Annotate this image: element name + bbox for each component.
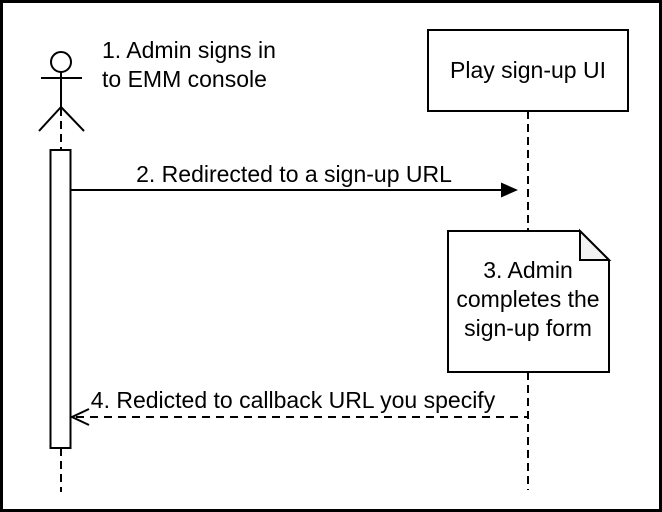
actor-figure [38, 51, 85, 132]
message-redirect-callback-label: 4. Redicted to callback URL you specify [91, 387, 496, 413]
note-outline [447, 230, 610, 373]
note-label-line3: sign-up form [464, 315, 592, 341]
note-label-line1: 3. Admin [483, 257, 573, 283]
actor-activation-bar [49, 149, 72, 449]
participant-label: Play sign-up UI [450, 57, 606, 83]
actor-label-line2: to EMM console [102, 66, 267, 92]
message-redirect-signup-label: 2. Redirected to a sign-up URL [136, 161, 452, 187]
actor-right-leg [60, 106, 85, 132]
note-shape: 3. Admin completes the sign-up form [447, 228, 612, 373]
message-redirect-signup-arrowhead-icon [501, 182, 518, 198]
actor-left-leg [38, 106, 62, 132]
actor-label-line1: 1. Admin signs in [102, 37, 276, 63]
message-redirect-callback-arrowhead-icon [69, 408, 90, 426]
note-label-line2: completes the [456, 286, 599, 312]
note-fold-corner-icon [579, 228, 612, 261]
actor-head [50, 51, 72, 73]
